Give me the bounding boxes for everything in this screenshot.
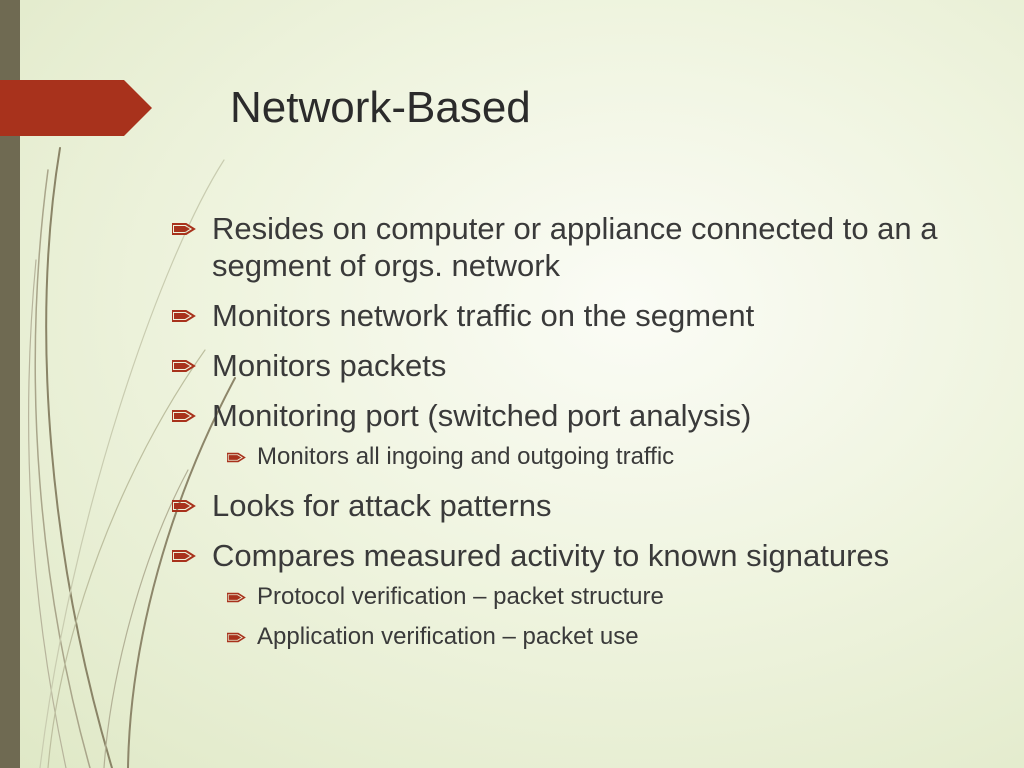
sub-bullet-item: Application verification – packet use xyxy=(227,623,1002,651)
bullet-text: Looks for attack patterns xyxy=(212,488,552,523)
arrow-bullet-icon xyxy=(172,347,202,384)
bullet-text: Monitoring port (switched port analysis) xyxy=(212,398,752,433)
bullet-text: Resides on computer or appliance connect… xyxy=(212,211,938,283)
arrow-bullet-icon xyxy=(172,537,202,574)
bullet-text: Compares measured activity to known sign… xyxy=(212,538,890,573)
bullet-text: Monitors all ingoing and outgoing traffi… xyxy=(257,443,675,470)
bullet-text: Protocol verification – packet structure xyxy=(257,583,664,610)
arrow-bullet-icon xyxy=(172,487,202,524)
arrow-bullet-icon xyxy=(172,210,202,247)
title-accent-arrow xyxy=(0,80,152,136)
bullet-text: Monitors packets xyxy=(212,348,447,383)
arrow-bullet-icon xyxy=(227,623,248,651)
slide-title: Network-Based xyxy=(230,83,531,132)
bullet-item: Compares measured activity to known sign… xyxy=(172,537,1002,574)
arrow-bullet-icon xyxy=(227,583,248,611)
bullet-item: Monitors packets xyxy=(172,347,1002,384)
bullet-text: Monitors network traffic on the segment xyxy=(212,298,755,333)
arrow-bullet-icon xyxy=(172,297,202,334)
bullet-item: Resides on computer or appliance connect… xyxy=(172,210,1002,284)
arrow-bullet-icon xyxy=(227,443,248,471)
bullet-item: Looks for attack patterns xyxy=(172,487,1002,524)
sub-bullet-item: Monitors all ingoing and outgoing traffi… xyxy=(227,443,1002,471)
bullet-item: Monitors network traffic on the segment xyxy=(172,297,1002,334)
arrow-bullet-icon xyxy=(172,397,202,434)
bullet-text: Application verification – packet use xyxy=(257,623,639,650)
bullet-list: Resides on computer or appliance connect… xyxy=(172,210,1002,667)
left-accent-bar xyxy=(0,0,20,768)
sub-bullet-item: Protocol verification – packet structure xyxy=(227,583,1002,611)
bullet-item: Monitoring port (switched port analysis) xyxy=(172,397,1002,434)
